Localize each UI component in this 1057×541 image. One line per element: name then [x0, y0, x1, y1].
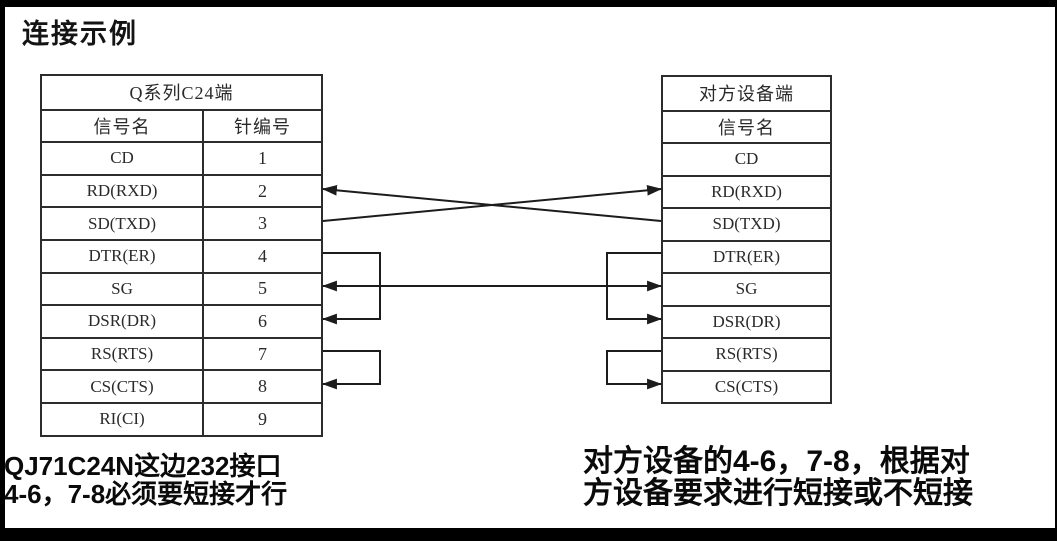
- frame-left: [0, 0, 5, 541]
- table-row: RD(RXD): [663, 174, 830, 208]
- signal-name: RD(RXD): [86, 181, 158, 201]
- table-row: CS(CTS): [663, 369, 830, 403]
- signal-name: CS(CTS): [90, 376, 154, 396]
- frame-top: [0, 0, 1057, 7]
- column-header-row: 信号名 针编号: [42, 108, 321, 142]
- pin-number: 5: [202, 273, 321, 305]
- left-table-title: Q系列C24端: [129, 83, 234, 104]
- diagram-title: 连接示例: [22, 19, 138, 49]
- table-row: CS(CTS) 8: [42, 369, 321, 402]
- signal-name: SG: [111, 278, 133, 298]
- signal-name: CD: [110, 148, 134, 168]
- signal-name: DTR(ER): [712, 246, 781, 266]
- frame-bottom: [0, 528, 1057, 541]
- table-row: RI(CI) 9: [42, 401, 321, 435]
- jumper-left-7-8: [321, 350, 381, 390]
- table-row: RS(RTS) 7: [42, 336, 321, 370]
- pin-number: 7: [202, 338, 321, 370]
- signal-name: SD(TXD): [88, 213, 156, 233]
- wire-rightsd-to-leftrd: [321, 184, 662, 222]
- signal-name: RS(RTS): [715, 344, 778, 364]
- table-row: SD(TXD) 3: [42, 206, 321, 239]
- signal-name: DSR(DR): [87, 311, 156, 331]
- left-pin-table: Q系列C24端 信号名 针编号 CD 1 RD(RXD) 2 SD(TXD) 3…: [40, 74, 323, 437]
- jumper-right-4-6: [606, 252, 663, 325]
- table-header: Q系列C24端: [42, 76, 321, 109]
- jumper-left-4-6: [321, 252, 381, 325]
- signal-name: SD(TXD): [712, 214, 781, 234]
- table-row: DTR(ER) 4: [42, 238, 321, 272]
- column-header-pin: 针编号: [202, 110, 321, 142]
- signal-name: DSR(DR): [712, 311, 781, 331]
- pin-number: 3: [202, 208, 321, 239]
- signal-name: RD(RXD): [711, 181, 782, 201]
- frame-right: [1055, 0, 1057, 541]
- table-row: SD(TXD): [663, 207, 830, 240]
- table-row: SG 5: [42, 271, 321, 305]
- note-left-line1: QJ71C24N这边232接口: [4, 451, 282, 481]
- jumper-right-7-8: [606, 350, 663, 390]
- wire-leftsd-to-rightrd: [322, 184, 663, 222]
- table-row: RS(RTS): [663, 337, 830, 370]
- pin-number: 1: [202, 143, 321, 174]
- signal-name: CS(CTS): [714, 376, 779, 396]
- pin-number: 2: [202, 175, 321, 207]
- right-table-title: 对方设备端: [699, 84, 794, 105]
- table-row: SG: [663, 272, 830, 305]
- pin-number: 6: [202, 306, 321, 337]
- pin-number: 9: [202, 403, 321, 435]
- table-row: CD: [663, 142, 830, 175]
- note-right-line1: 对方设备的4-6，7-8，根据对: [583, 445, 970, 478]
- column-header-row: 信号名: [663, 109, 830, 143]
- note-right: 对方设备的4-6，7-8，根据对 方设备要求进行短接或不短接: [583, 446, 973, 510]
- right-pin-table: 对方设备端 信号名 CD RD(RXD) SD(TXD) DTR(ER) SG …: [661, 75, 832, 404]
- column-header-signal: 信号名: [718, 117, 775, 138]
- pin-number: 4: [202, 240, 321, 272]
- table-row: DSR(DR): [663, 304, 830, 338]
- table-header: 对方设备端: [663, 77, 830, 110]
- signal-name: RS(RTS): [90, 344, 154, 364]
- note-left-line2: 4-6，7-8必须要短接才行: [4, 479, 288, 509]
- table-row: DTR(ER): [663, 239, 830, 273]
- note-right-line2: 方设备要求进行短接或不短接: [583, 477, 973, 510]
- column-header-signal: 信号名: [93, 116, 151, 137]
- note-left: QJ71C24N这边232接口 4-6，7-8必须要短接才行: [4, 452, 287, 508]
- table-row: RD(RXD) 2: [42, 173, 321, 207]
- table-row: DSR(DR) 6: [42, 304, 321, 337]
- pin-number: 8: [202, 371, 321, 402]
- signal-name: SG: [735, 279, 758, 299]
- signal-name: CD: [734, 149, 759, 169]
- table-row: CD 1: [42, 141, 321, 174]
- signal-name: DTR(ER): [88, 246, 156, 266]
- signal-name: RI(CI): [99, 409, 145, 429]
